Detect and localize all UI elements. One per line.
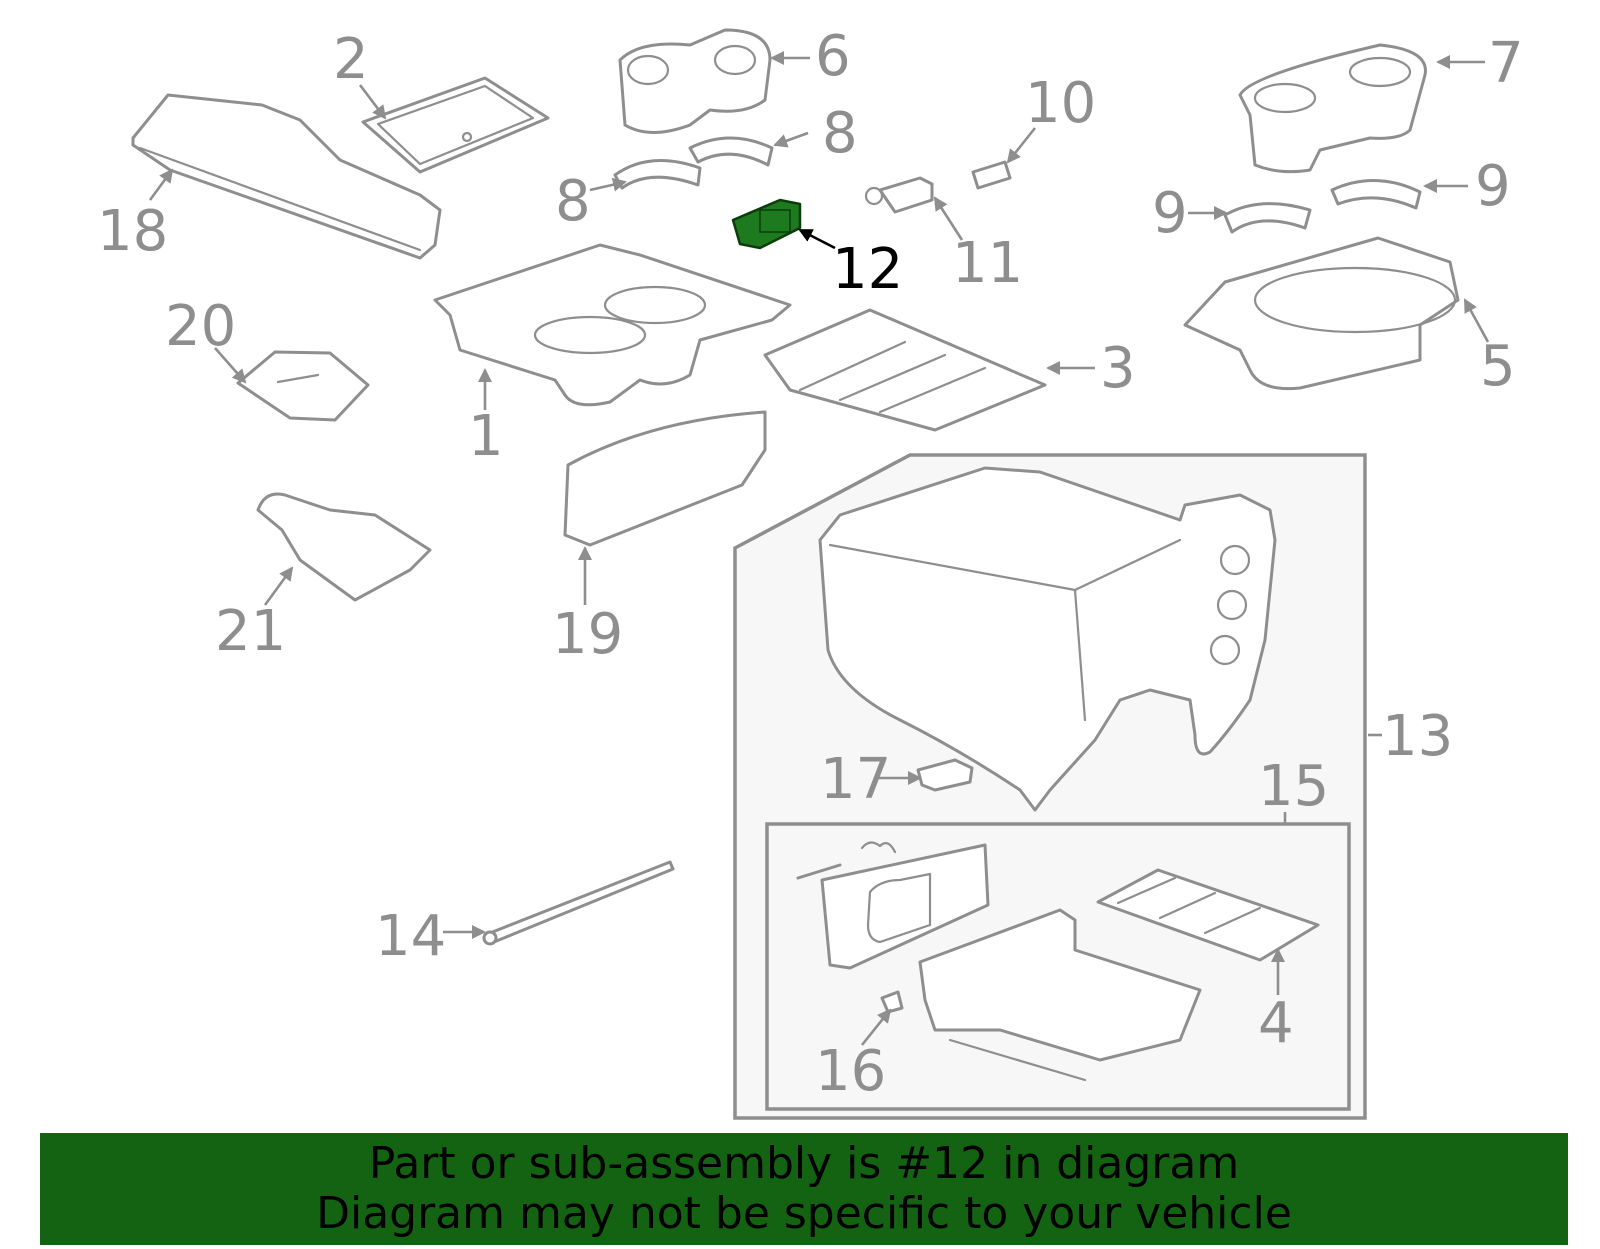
callout-12: 12 bbox=[832, 237, 903, 302]
callout-9a: 9 bbox=[1152, 181, 1188, 246]
callout-17: 17 bbox=[820, 747, 891, 812]
callout-15: 15 bbox=[1258, 754, 1329, 819]
part-20-module[interactable] bbox=[236, 350, 370, 422]
part-15-pin[interactable] bbox=[796, 863, 842, 880]
part-15-storage-tray[interactable] bbox=[918, 908, 1202, 1082]
part-5-rear-console-top[interactable] bbox=[1183, 236, 1460, 391]
callout-18: 18 bbox=[97, 199, 168, 264]
part-21-bracket[interactable] bbox=[256, 492, 432, 602]
callout-10: 10 bbox=[1025, 71, 1096, 136]
part-8-retainer-clips[interactable] bbox=[613, 136, 774, 190]
leader-8a bbox=[589, 177, 627, 192]
leader-12 bbox=[798, 228, 836, 250]
leader-16 bbox=[860, 1008, 892, 1046]
banner-line-1: Part or sub-assembly is #12 in diagram bbox=[368, 1138, 1240, 1189]
part-9-retainer-clips[interactable] bbox=[1223, 179, 1422, 234]
callout-11: 11 bbox=[952, 231, 1023, 296]
part-14-rod[interactable] bbox=[482, 860, 675, 946]
callout-2: 2 bbox=[333, 27, 369, 92]
callout-21: 21 bbox=[215, 599, 286, 664]
leader-10 bbox=[1006, 127, 1037, 164]
callout-1: 1 bbox=[468, 404, 504, 469]
callout-14: 14 bbox=[375, 904, 446, 969]
callout-8b: 8 bbox=[822, 101, 858, 166]
part-1-console-bin[interactable] bbox=[433, 243, 792, 407]
part-15-door-panel[interactable] bbox=[820, 843, 990, 970]
leader-5 bbox=[1463, 298, 1490, 343]
part-3-bin-mat[interactable] bbox=[763, 308, 1047, 432]
callout-19: 19 bbox=[552, 602, 623, 667]
callout-20: 20 bbox=[165, 294, 236, 359]
part-2-tray-mat[interactable] bbox=[361, 76, 550, 174]
part-19-side-panel[interactable] bbox=[563, 410, 767, 547]
part-6-cupholder[interactable] bbox=[618, 28, 772, 134]
part-12-highlighted-switch[interactable] bbox=[731, 198, 802, 250]
part-11-socket[interactable] bbox=[864, 176, 934, 214]
part-17-clip[interactable] bbox=[916, 758, 974, 792]
leader-2 bbox=[358, 84, 387, 120]
leader-8b bbox=[773, 131, 809, 148]
part-7-rear-cupholder[interactable] bbox=[1238, 43, 1427, 174]
leader-21 bbox=[263, 566, 294, 606]
leader-20 bbox=[214, 347, 247, 384]
callout-4: 4 bbox=[1258, 991, 1294, 1056]
callout-9b: 9 bbox=[1475, 154, 1511, 219]
leader-11 bbox=[933, 196, 964, 241]
callout-13: 13 bbox=[1382, 704, 1453, 769]
part-13-console-body[interactable] bbox=[818, 466, 1277, 812]
callout-8a: 8 bbox=[555, 169, 591, 234]
callout-6: 6 bbox=[815, 24, 851, 89]
info-banner: Part or sub-assembly is #12 in diagram D… bbox=[40, 1133, 1568, 1245]
leader-18 bbox=[148, 168, 174, 201]
part-16-fastener[interactable] bbox=[880, 990, 904, 1014]
part-18-trim-panel[interactable] bbox=[131, 93, 442, 260]
callout-5: 5 bbox=[1480, 334, 1516, 399]
part-10-bulb[interactable] bbox=[971, 160, 1012, 190]
part-4-tray-liner[interactable] bbox=[1096, 868, 1320, 962]
callout-7: 7 bbox=[1488, 31, 1524, 96]
banner-line-2: Diagram may not be specific to your vehi… bbox=[316, 1188, 1292, 1239]
callout-16: 16 bbox=[815, 1039, 886, 1104]
part-15-spring[interactable] bbox=[860, 841, 897, 854]
callout-3: 3 bbox=[1100, 336, 1136, 401]
